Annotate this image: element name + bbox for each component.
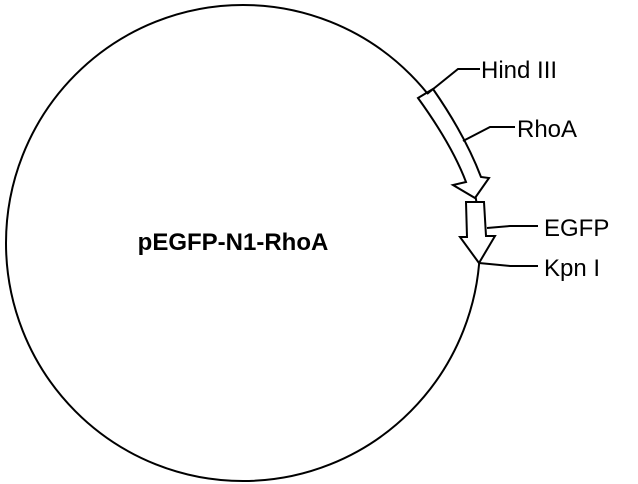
rhoa-leader-line	[462, 126, 515, 142]
kpn-i-label: Kpn I	[544, 255, 600, 282]
hind-iii-leader-line	[426, 68, 480, 95]
egfp-leader-line	[486, 225, 538, 229]
plasmid-name: pEGFP-N1-RhoA	[138, 229, 329, 256]
kpn-i-leader-line	[478, 262, 538, 267]
rhoa-label: RhoA	[517, 116, 577, 143]
rhoa-gene-arrow	[416, 87, 491, 200]
egfp-gene-arrow	[458, 201, 497, 265]
egfp-label: EGFP	[544, 215, 609, 242]
hind-iii-label: Hind III	[481, 57, 557, 84]
